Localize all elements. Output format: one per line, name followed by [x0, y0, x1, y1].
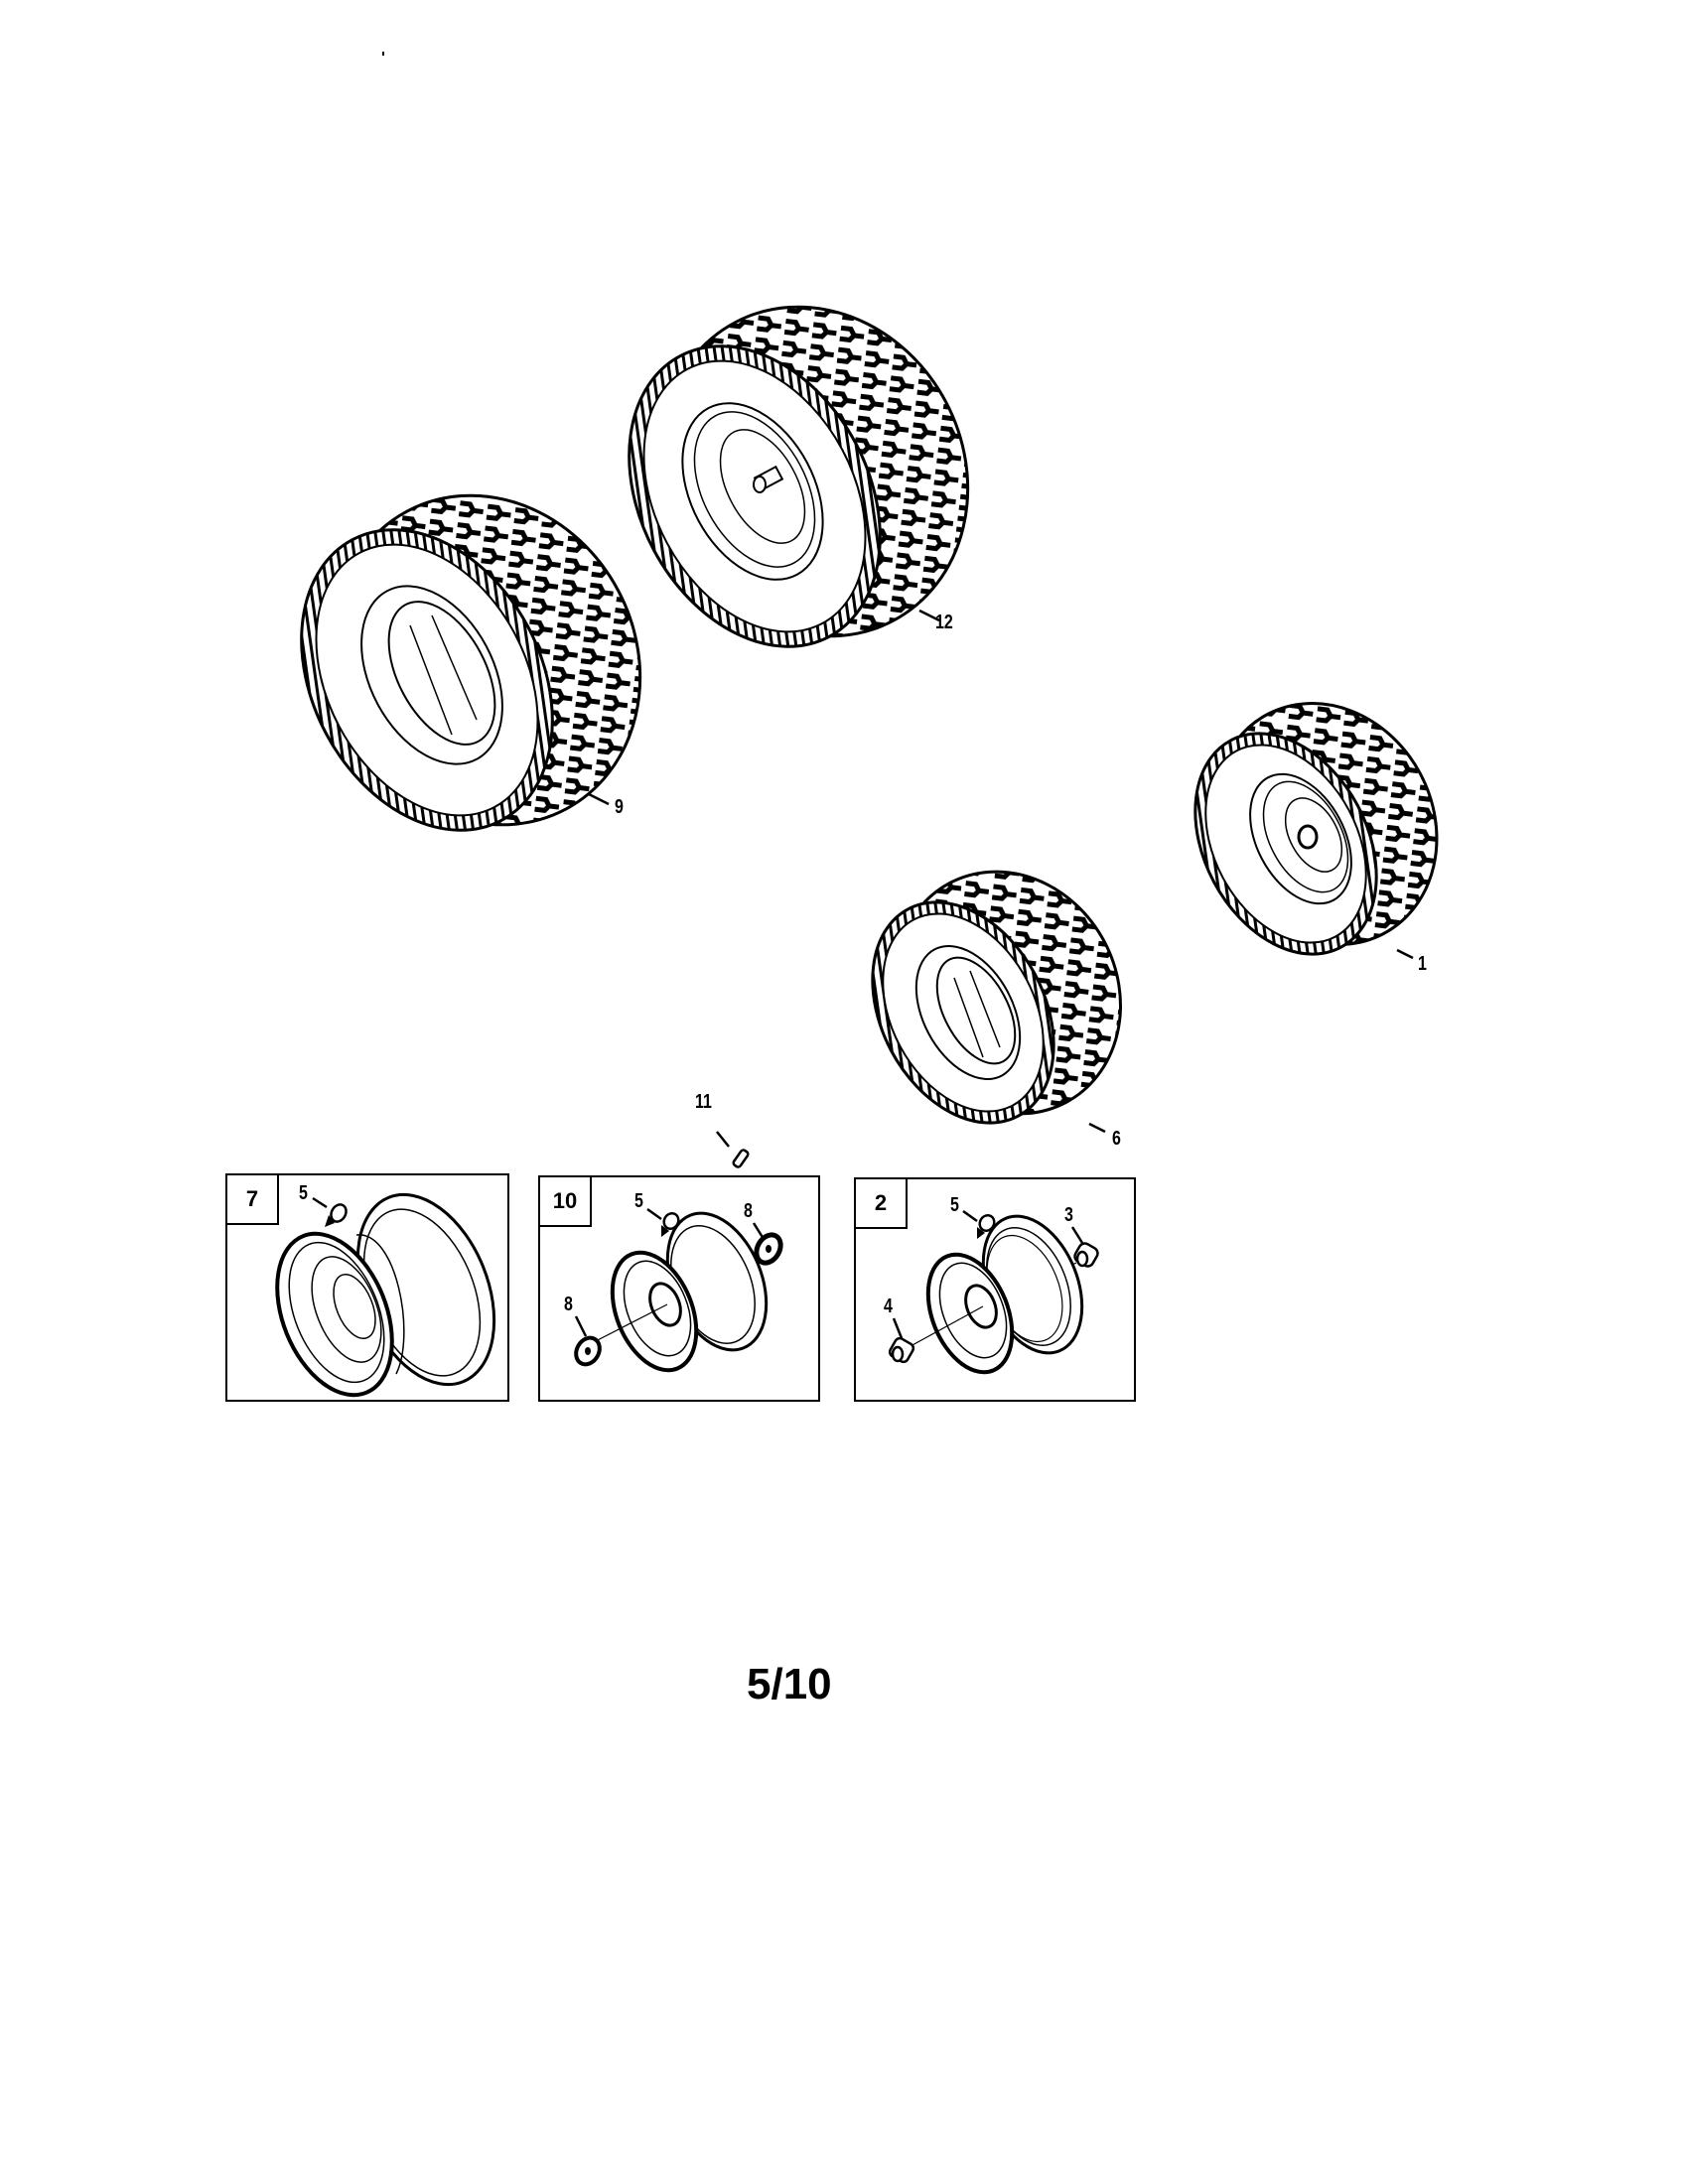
callout-3: 3 — [1064, 1204, 1073, 1226]
leader-line — [1088, 1122, 1106, 1134]
tire-illustration — [628, 305, 970, 648]
valve-stem-icon — [716, 1131, 750, 1168]
callout-8-rear: 8 — [744, 1200, 753, 1222]
callout-4: 4 — [884, 1296, 893, 1317]
rim-illustration — [275, 1192, 496, 1398]
callout-12: 12 — [935, 612, 953, 633]
callout-5: 5 — [634, 1190, 643, 1212]
leader-line — [918, 609, 940, 622]
box-tag: 7 — [227, 1175, 279, 1225]
callout-11: 11 — [695, 1091, 712, 1113]
tire-illustration — [300, 493, 642, 832]
rim-box-10: 10 5 8 8 — [538, 1175, 820, 1402]
part-11-diagram: 11 — [685, 1092, 765, 1181]
tire-illustration — [1193, 702, 1439, 956]
tire-9-diagram: 9 — [293, 467, 650, 844]
callout-1: 1 — [1418, 953, 1427, 975]
box-tag: 2 — [856, 1179, 908, 1229]
callout-8-front: 8 — [564, 1294, 573, 1315]
box-tag: 10 — [540, 1177, 592, 1227]
tire-12-diagram: 12 — [616, 283, 973, 680]
leader-line — [1396, 948, 1414, 960]
callout-9: 9 — [615, 796, 624, 818]
rim-illustration — [888, 1209, 1099, 1375]
leader-line — [588, 792, 610, 806]
callout-5: 5 — [950, 1194, 959, 1216]
tire-1-diagram: 1 — [1187, 690, 1445, 978]
tire-6-diagram: 6 — [859, 864, 1147, 1152]
callout-6: 6 — [1112, 1128, 1121, 1150]
scan-speck — [382, 52, 384, 56]
tire-illustration — [871, 870, 1122, 1125]
callout-5: 5 — [299, 1182, 308, 1204]
rim-box-2: 2 5 3 4 — [854, 1177, 1136, 1402]
page-number: 5/10 — [747, 1660, 832, 1708]
rim-box-7: 7 5 — [225, 1173, 509, 1402]
rim-illustration — [574, 1207, 783, 1373]
